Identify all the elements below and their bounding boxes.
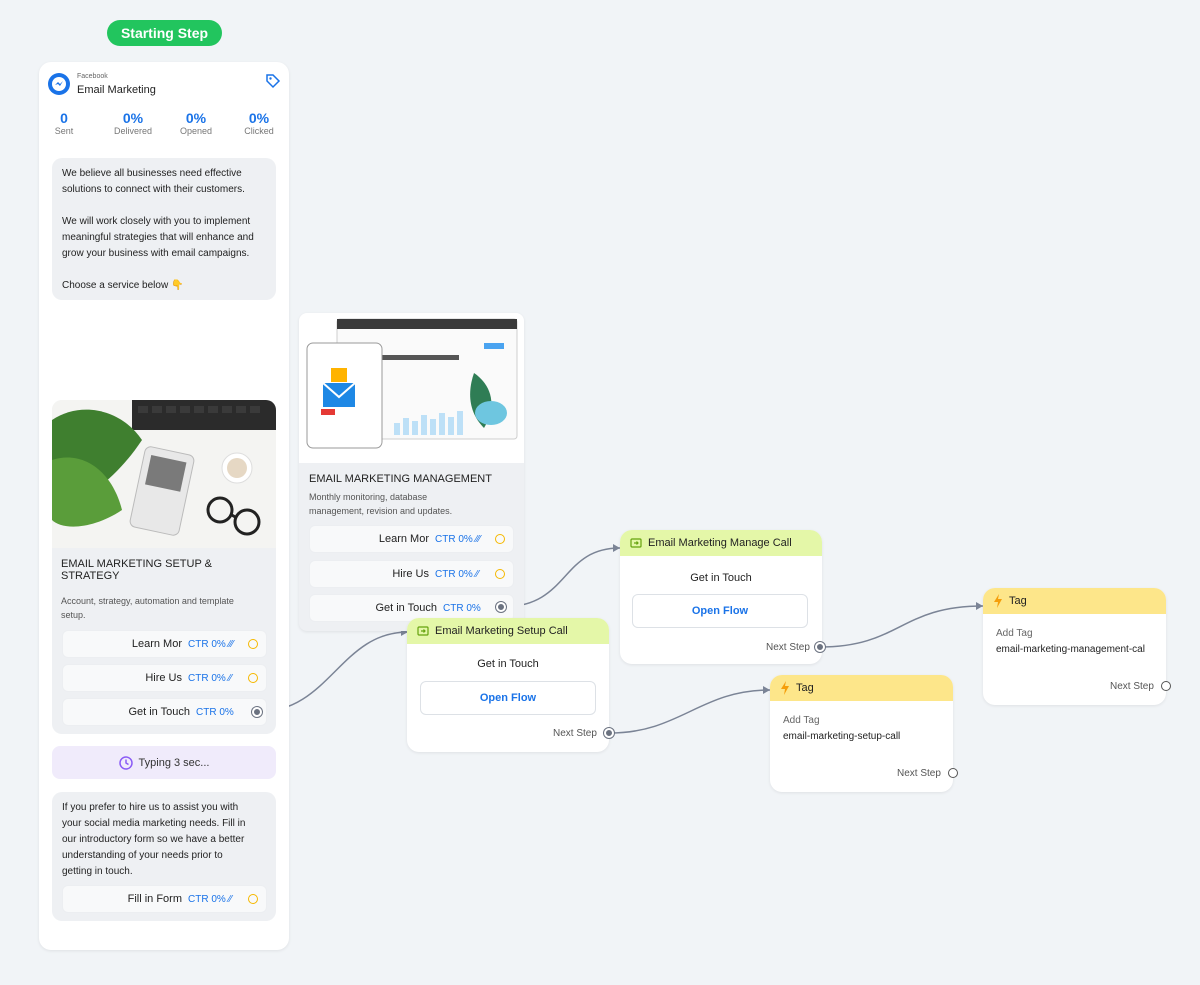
stat-clicked: 0%Clicked [244, 110, 274, 136]
tag-setup-header: Tag [770, 675, 953, 701]
manage-call-next-handle[interactable] [815, 642, 825, 652]
setup-card-image [52, 400, 276, 548]
manage-call-node[interactable]: Email Marketing Manage Call Get in Touch… [620, 530, 822, 664]
messenger-icon [48, 73, 70, 95]
setup-connector-handle[interactable] [252, 707, 262, 717]
connector-manage-tag [819, 605, 984, 648]
button-status-icon [495, 569, 505, 579]
tag-manage-next-step: Next Step [1110, 681, 1154, 692]
flow-icon [630, 537, 642, 549]
tag-manage-add-label: Add Tag [996, 628, 1033, 639]
tag-manage-value: email-marketing-management-cal [996, 644, 1145, 655]
card-title: Email Marketing [77, 84, 156, 96]
manage-call-body: Get in Touch [690, 572, 752, 584]
flow-icon [417, 625, 429, 637]
stat-delivered: 0%Delivered [113, 110, 153, 136]
starting-step-badge: Starting Step [107, 20, 222, 46]
stat-opened: 0%Opened [179, 110, 213, 136]
management-card-title: EMAIL MARKETING MANAGEMENT [309, 473, 492, 485]
clock-icon [118, 755, 133, 770]
tag-icon[interactable] [264, 72, 282, 95]
button-status-icon [248, 894, 258, 904]
tag-manage-next-handle[interactable] [1161, 681, 1171, 691]
setup-card-title: EMAIL MARKETING SETUP & STRATEGY [61, 558, 212, 582]
tag-setup-value: email-marketing-setup-call [783, 731, 901, 742]
setup-card-desc: Account, strategy, automation and templa… [61, 596, 234, 620]
typing-indicator: Typing 3 sec... [52, 746, 276, 779]
tag-setup-add-label: Add Tag [783, 715, 820, 726]
management-card-desc: Monthly monitoring, database management,… [309, 492, 453, 516]
tag-setup-node[interactable]: Tag Add Tag email-marketing-setup-call N… [770, 675, 953, 792]
lightning-icon [993, 594, 1003, 608]
button-status-icon [248, 639, 258, 649]
setup-call-next-handle[interactable] [604, 728, 614, 738]
tag-setup-next-handle[interactable] [948, 768, 958, 778]
setup-call-next-step: Next Step [553, 728, 597, 739]
setup-call-body: Get in Touch [477, 658, 539, 670]
manage-open-flow-button[interactable]: Open Flow [632, 594, 808, 628]
manage-call-header: Email Marketing Manage Call [620, 530, 822, 556]
button-status-icon [248, 673, 258, 683]
tag-setup-next-step: Next Step [897, 768, 941, 779]
setup-open-flow-button[interactable]: Open Flow [420, 681, 596, 715]
management-card-image [299, 313, 524, 463]
mgmt-connector-handle[interactable] [496, 602, 506, 612]
setup-call-node[interactable]: Email Marketing Setup Call Get in Touch … [407, 618, 609, 752]
manage-call-next-step: Next Step [766, 642, 810, 653]
connector-setup-tag [609, 689, 771, 734]
button-status-icon [495, 534, 505, 544]
intro-message: We believe all businesses need effective… [52, 158, 276, 300]
lightning-icon [780, 681, 790, 695]
tag-manage-node[interactable]: Tag Add Tag email-marketing-management-c… [983, 588, 1166, 705]
setup-call-header: Email Marketing Setup Call [407, 618, 609, 644]
tag-manage-header: Tag [983, 588, 1166, 614]
platform-label: Facebook [77, 73, 108, 80]
